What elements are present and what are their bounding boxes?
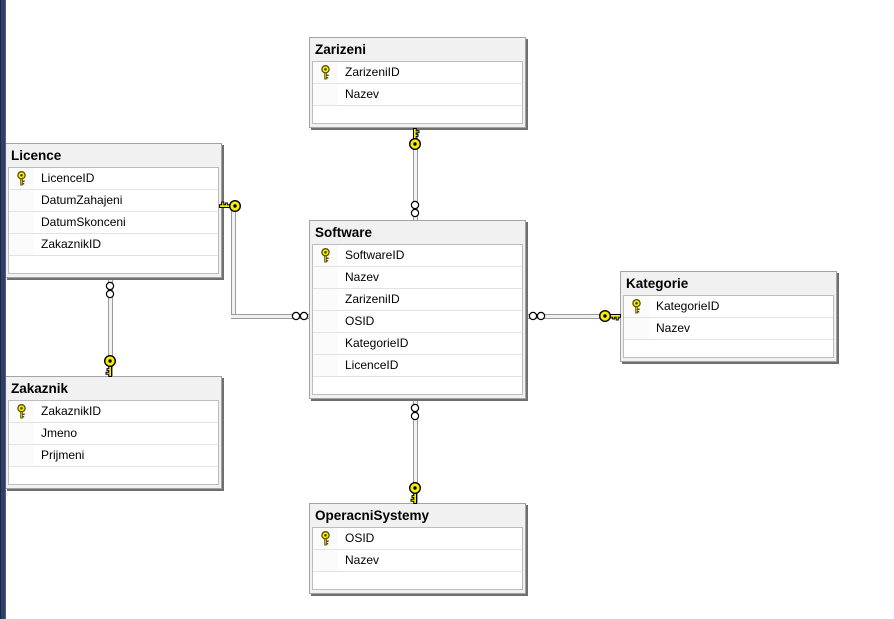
field-name: SoftwareID xyxy=(345,248,405,262)
table-title[interactable]: Kategorie xyxy=(626,276,689,291)
one-end-key-icon xyxy=(218,199,242,213)
row-icon-cell xyxy=(313,289,338,310)
table-row-nazev[interactable]: Nazev xyxy=(313,267,522,289)
many-end-infinity-icon xyxy=(105,281,115,299)
row-icon-cell xyxy=(313,311,338,332)
table-title[interactable]: Software xyxy=(315,225,373,240)
one-end-key-icon xyxy=(598,309,622,323)
relationship-line-licence-software[interactable] xyxy=(231,203,236,318)
table-row-zarizeniid[interactable]: ZarizeniID xyxy=(313,62,522,84)
empty-row xyxy=(9,467,218,484)
table-field-grid: OSID Nazev xyxy=(312,527,523,590)
table-row-osid[interactable]: OSID xyxy=(313,311,522,333)
many-end-infinity-icon xyxy=(410,403,420,421)
table-row-kategorieid[interactable]: KategorieID xyxy=(624,296,833,318)
table-title[interactable]: OperacniSystemy xyxy=(315,508,430,523)
one-end-key-icon xyxy=(103,354,117,378)
field-name: Nazev xyxy=(345,87,380,101)
table-row-kategorieid[interactable]: KategorieID xyxy=(313,333,522,355)
table-field-grid: KategorieID Nazev xyxy=(623,295,834,358)
row-icon-cell xyxy=(313,267,338,288)
table-row-zakaznikid[interactable]: ZakaznikID xyxy=(9,401,218,423)
row-icon-cell xyxy=(9,234,34,255)
relationship-line-kategorie-software[interactable] xyxy=(525,314,621,319)
table-row-licenceid[interactable]: LicenceID xyxy=(9,168,218,190)
table-row-osid[interactable]: OSID xyxy=(313,528,522,550)
relationship-line-zarizeni-software[interactable] xyxy=(413,127,418,221)
field-name: OSID xyxy=(345,531,375,545)
field-name: Prijmeni xyxy=(41,448,85,462)
field-name: ZarizeniID xyxy=(345,65,400,79)
primary-key-icon xyxy=(313,245,338,266)
empty-row xyxy=(9,256,218,273)
table-row-prijmeni[interactable]: Prijmeni xyxy=(9,445,218,467)
row-icon-cell xyxy=(9,190,34,211)
table-title[interactable]: Zakaznik xyxy=(11,381,69,396)
empty-row xyxy=(313,377,522,394)
table-row-nazev[interactable]: Nazev xyxy=(624,318,833,340)
row-icon-cell xyxy=(313,84,338,105)
field-name: DatumZahajeni xyxy=(41,193,123,207)
relationship-line-operacnisystemy-software[interactable] xyxy=(413,398,418,504)
field-name: KategorieID xyxy=(345,336,409,350)
one-end-key-icon xyxy=(408,127,422,151)
table-row-datumskonceni[interactable]: DatumSkonceni xyxy=(9,212,218,234)
field-name: Nazev xyxy=(345,553,380,567)
primary-key-icon xyxy=(313,528,338,549)
table-row-licenceid[interactable]: LicenceID xyxy=(313,355,522,377)
field-name: KategorieID xyxy=(656,299,720,313)
row-icon-cell xyxy=(9,212,34,233)
table-title[interactable]: Zarizeni xyxy=(315,42,367,57)
table-field-grid: ZarizeniID Nazev xyxy=(312,61,523,124)
table-row-datumzahajeni[interactable]: DatumZahajeni xyxy=(9,190,218,212)
empty-row xyxy=(313,572,522,589)
field-name: ZakaznikID xyxy=(41,404,102,418)
field-name: ZakaznikID xyxy=(41,237,102,251)
one-end-key-icon xyxy=(408,481,422,505)
table-row-jmeno[interactable]: Jmeno xyxy=(9,423,218,445)
row-icon-cell xyxy=(313,550,338,571)
field-name: Nazev xyxy=(345,270,380,284)
primary-key-icon xyxy=(313,62,338,83)
field-name: LicenceID xyxy=(345,358,399,372)
field-name: LicenceID xyxy=(41,171,95,185)
field-name: ZarizeniID xyxy=(345,292,400,306)
field-name: Nazev xyxy=(656,321,691,335)
primary-key-icon xyxy=(9,401,34,422)
empty-row xyxy=(624,340,833,357)
row-icon-cell xyxy=(624,318,649,339)
table-row-softwareid[interactable]: SoftwareID xyxy=(313,245,522,267)
relationship-line-licence-software[interactable] xyxy=(231,314,310,319)
field-name: Jmeno xyxy=(41,426,78,440)
many-end-infinity-icon xyxy=(410,200,420,218)
table-row-zarizeniid[interactable]: ZarizeniID xyxy=(313,289,522,311)
many-end-infinity-icon xyxy=(528,311,546,321)
window-edge xyxy=(0,0,6,619)
field-name: OSID xyxy=(345,314,375,328)
row-icon-cell xyxy=(313,355,338,376)
row-icon-cell xyxy=(9,423,34,444)
row-icon-cell xyxy=(9,445,34,466)
table-row-nazev[interactable]: Nazev xyxy=(313,550,522,572)
row-icon-cell xyxy=(313,333,338,354)
empty-row xyxy=(313,106,522,123)
primary-key-icon xyxy=(624,296,649,317)
table-row-nazev[interactable]: Nazev xyxy=(313,84,522,106)
relationship-line-zakaznik-licence[interactable] xyxy=(108,277,113,377)
table-title[interactable]: Licence xyxy=(11,148,62,163)
primary-key-icon xyxy=(9,168,34,189)
many-end-infinity-icon xyxy=(291,311,309,321)
table-row-zakaznikid[interactable]: ZakaznikID xyxy=(9,234,218,256)
field-name: DatumSkonceni xyxy=(41,215,126,229)
